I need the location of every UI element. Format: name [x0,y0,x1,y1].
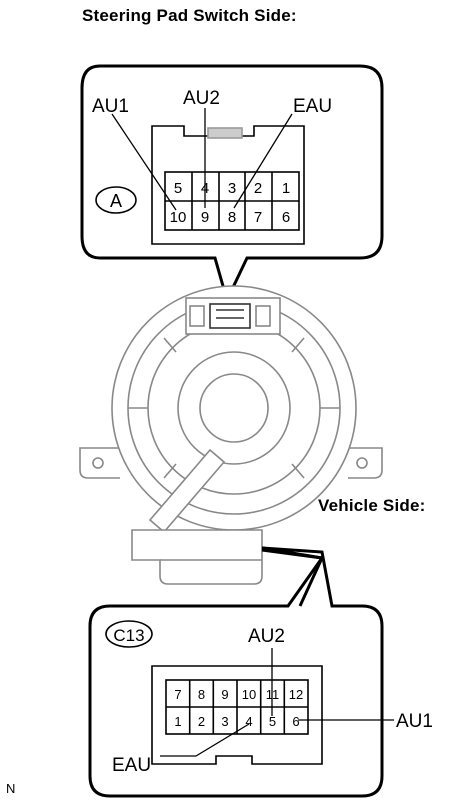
pin-label: 6 [282,209,290,226]
label-au1-a: AU1 [92,96,129,117]
pin-label: 7 [174,687,181,702]
callout-box-steering [80,64,384,305]
pin-label: 3 [221,714,228,729]
pin-label: 4 [245,714,252,729]
label-eau-a: EAU [293,96,332,117]
pin-label: 9 [201,209,209,226]
figure-code: N [6,781,16,796]
pin-label: 8 [198,687,205,702]
connector-a-label: A [95,186,137,214]
label-au1-c13: AU1 [396,711,433,732]
connector-c13 [151,665,323,765]
connector-a-leaders [111,108,293,211]
label-au2-c13: AU2 [248,626,285,647]
steering-pad-switch-side-title: Steering Pad Switch Side: [82,6,297,25]
pin-label: 2 [198,714,205,729]
pin-label: 5 [174,180,182,197]
pin-label: 10 [242,687,256,702]
connector-c13-pins: 7 8 9 10 11 12 1 2 3 4 5 6 [174,687,303,729]
pin-label: 1 [174,714,181,729]
callout-box-vehicle [88,546,384,798]
pin-label: 7 [254,209,262,226]
pin-label: 5 [269,714,276,729]
connector-c13-label: C13 [105,620,153,648]
pin-label: 1 [282,180,290,197]
connector-a [151,125,305,245]
label-au2-a: AU2 [183,88,220,109]
connector-c13-leaders [160,648,394,757]
pin-label: 9 [221,687,228,702]
svg-text:C13: C13 [113,626,144,645]
pin-label: 12 [289,687,303,702]
vehicle-side-title: Vehicle Side: [318,496,426,515]
pin-label: 2 [254,180,262,197]
pin-label: 10 [170,209,187,226]
spiral-cable-illustration [79,285,383,585]
pin-label: 6 [292,714,299,729]
pin-label: 3 [228,180,236,197]
svg-text:A: A [110,191,122,211]
label-eau-c13: EAU [112,755,151,776]
pin-label: 8 [228,209,236,226]
